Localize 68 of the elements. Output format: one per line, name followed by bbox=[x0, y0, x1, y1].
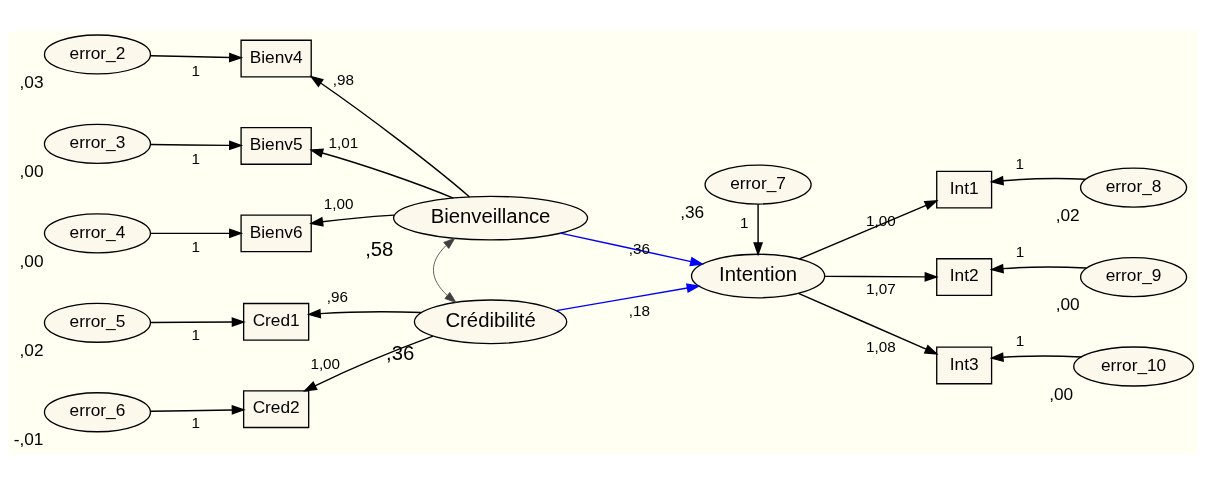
node-box: Bienv6 bbox=[240, 214, 312, 253]
arrow bbox=[150, 228, 244, 239]
node-label: ,03 bbox=[19, 71, 44, 92]
edge-label: 1,07 bbox=[866, 280, 896, 298]
node-box: Cred1 bbox=[242, 302, 310, 341]
node-ellipse: error_2 bbox=[43, 34, 152, 75]
node-ellipse: Crédibilité bbox=[413, 299, 568, 345]
node-label: ,02 bbox=[19, 340, 44, 361]
arrow bbox=[150, 140, 244, 151]
arrow bbox=[989, 352, 1083, 363]
node-label: ,36 bbox=[386, 341, 415, 364]
arrow bbox=[798, 200, 939, 260]
node-ellipse: error_7 bbox=[704, 164, 812, 205]
arrow bbox=[150, 317, 246, 327]
arrow bbox=[303, 335, 434, 392]
edge-label: 1,08 bbox=[866, 338, 896, 356]
node-label: -,01 bbox=[13, 429, 44, 450]
node-ellipse: error_6 bbox=[43, 392, 152, 433]
edge-label: 1 bbox=[191, 61, 201, 79]
edge-label: 1 bbox=[740, 214, 749, 232]
edge-label: 1 bbox=[1015, 154, 1024, 172]
edge-label: 1,00 bbox=[866, 212, 896, 230]
edge-label: 1 bbox=[191, 150, 201, 168]
arrow bbox=[555, 283, 701, 312]
arrow bbox=[797, 292, 939, 355]
arrow bbox=[559, 232, 705, 267]
node-box: Bienv5 bbox=[240, 127, 312, 165]
node-label: ,00 bbox=[1055, 294, 1080, 315]
node-box: Int2 bbox=[936, 258, 993, 296]
arrow bbox=[824, 271, 939, 282]
node-label: ,00 bbox=[19, 250, 44, 271]
edge-label: 1 bbox=[1015, 331, 1025, 349]
arrow bbox=[309, 148, 455, 199]
arrow bbox=[433, 237, 457, 303]
node-label: ,58 bbox=[365, 237, 394, 260]
node-label: ,02 bbox=[1055, 204, 1080, 225]
arrow bbox=[989, 263, 1087, 274]
edge-label: 1 bbox=[191, 326, 201, 344]
node-ellipse: error_9 bbox=[1079, 256, 1188, 298]
arrow bbox=[309, 214, 395, 227]
node-ellipse: error_4 bbox=[43, 213, 152, 254]
edge-label: 1 bbox=[191, 237, 201, 255]
arrow bbox=[309, 75, 471, 198]
edge-label: 1,00 bbox=[310, 354, 341, 372]
edge-label: 1 bbox=[191, 414, 201, 432]
node-label: ,00 bbox=[19, 161, 44, 182]
edge-label: ,98 bbox=[332, 71, 354, 89]
edge-label: ,18 bbox=[628, 301, 651, 319]
node-ellipse: error_3 bbox=[43, 123, 152, 165]
node-ellipse: error_5 bbox=[43, 302, 152, 343]
edge-label: 1,01 bbox=[328, 133, 359, 151]
arrow bbox=[306, 308, 423, 319]
arrow bbox=[150, 405, 246, 415]
arrow bbox=[753, 203, 763, 257]
arrow bbox=[989, 175, 1087, 186]
arrow bbox=[150, 52, 244, 63]
node-ellipse: Bienveillance bbox=[392, 195, 589, 241]
edge-label: ,96 bbox=[326, 288, 348, 306]
node-box: Cred2 bbox=[242, 390, 310, 429]
node-label: ,00 bbox=[1049, 383, 1074, 404]
node-box: Int1 bbox=[936, 170, 993, 209]
node-ellipse: error_10 bbox=[1073, 346, 1195, 387]
node-label: ,36 bbox=[680, 201, 705, 222]
node-ellipse: error_8 bbox=[1079, 167, 1188, 208]
edge-label: 1,00 bbox=[323, 195, 354, 213]
node-box: Bienv4 bbox=[240, 39, 312, 78]
edge-label: 1 bbox=[1015, 242, 1025, 260]
node-box: Int3 bbox=[936, 346, 993, 385]
